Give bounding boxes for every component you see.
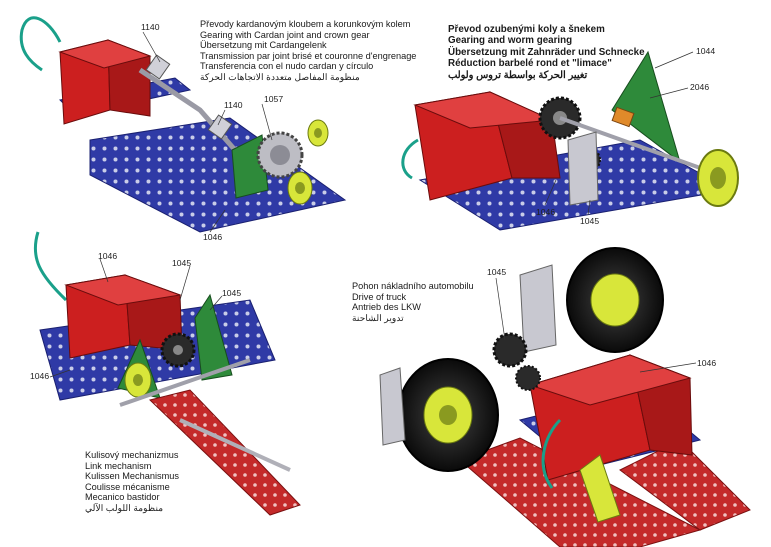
caption-truck-drive: Pohon nákladního automobilu Drive of tru… — [352, 281, 474, 323]
green-triangle-plate — [194, 293, 233, 381]
caption-line: Übersetzung mit Cardangelenk — [200, 40, 327, 51]
caption-line: Réduction barbelé rond et "limace" — [448, 58, 612, 70]
motor-icon — [64, 274, 183, 359]
caption-line: Gearing and worm gearing — [448, 35, 573, 47]
caption-line: Übersetzung mit Zahnräder und Schnecke — [448, 46, 645, 58]
caption-line: Coulisse mécanisme — [85, 481, 170, 492]
wire-icon — [33, 231, 68, 302]
coupling-2046 — [611, 106, 635, 128]
part-label-1140: 1140 — [141, 22, 160, 32]
caption-link-mechanism: Kulisový mechanizmus Link mechanism Kuli… — [85, 450, 179, 514]
caption-line: Převody kardanovým kloubem a korunkovým … — [200, 19, 411, 29]
silver-plate — [379, 367, 406, 446]
assembly-link-mechanism — [33, 231, 301, 516]
cardan-joint-1140b — [207, 114, 233, 140]
caption-line: Pohon nákladního automobilu — [352, 281, 474, 291]
caption-line: Převod ozubenými koly a šnekem — [448, 24, 605, 35]
part-label-1044: 1044 — [696, 46, 716, 56]
caption-line: Drive of truck — [352, 291, 407, 302]
wheel-icon — [124, 362, 152, 398]
caption-line: منظومة اللولب الآلي — [85, 502, 164, 513]
motor-icon — [413, 91, 561, 201]
part-label-1045: 1045 — [487, 267, 507, 277]
part-label-1046: 1046 — [30, 371, 50, 381]
caption-line: Link mechanism — [85, 460, 152, 471]
part-label-1046: 1046 — [203, 232, 223, 242]
caption-worm-gearing: Převod ozubenými koly a šnekem Gearing a… — [448, 24, 645, 81]
caption-line: Gearing with Cardan joint and crown gear — [200, 29, 370, 40]
caption-line: Mecanico bastidor — [85, 492, 160, 503]
red-chassis-rail — [459, 437, 702, 547]
part-label-1057: 1057 — [264, 94, 284, 104]
yellow-bracket — [579, 454, 621, 523]
part-label-1045: 1045 — [222, 288, 242, 298]
gear-icon — [256, 131, 304, 179]
wire-icon — [19, 16, 62, 72]
cardan-joint-1140a — [145, 54, 171, 80]
caption-line: Kulisový mechanizmus — [85, 450, 179, 460]
tire-icon — [566, 247, 664, 353]
caption-line: تدوير الشاحنة — [352, 312, 404, 323]
gear-icon — [160, 332, 196, 368]
link-rod — [179, 418, 291, 472]
caption-line: Transferencia con el nudo cardan y círcu… — [200, 61, 374, 72]
drive-shaft — [119, 358, 251, 407]
part-label-1045: 1045 — [172, 258, 192, 268]
silver-plate — [519, 264, 557, 353]
worm-shaft — [559, 116, 721, 177]
caption-line: تغيير الحركة بواسطة تروس ولولب — [448, 69, 588, 81]
caption-line: Kulissen Mechanismus — [85, 471, 179, 482]
gear-icon — [492, 332, 541, 391]
assembly-truck-drive — [379, 247, 751, 547]
part-label-1046: 1046 — [697, 358, 717, 368]
caption-cardan-joint: Převody kardanovým kloubem a korunkovým … — [200, 19, 416, 83]
part-label-1046: 1046 — [536, 207, 556, 217]
part-label-1045: 1045 — [580, 216, 600, 226]
wheel-icon — [697, 149, 739, 207]
base-plate — [89, 117, 347, 233]
part-label-2046: 2046 — [690, 82, 710, 92]
caption-line: Transmission par joint brisé et couronne… — [200, 50, 417, 61]
caption-line: Antrieb des LKW — [352, 302, 421, 313]
assembly-cardan-joint — [19, 16, 347, 233]
assembly-worm-gearing — [401, 50, 739, 231]
part-label-1140: 1140 — [224, 100, 243, 110]
wheel-icon — [287, 119, 329, 205]
part-label-1046: 1046 — [98, 251, 118, 261]
green-triangle-plate — [611, 50, 681, 164]
wire-icon — [401, 138, 419, 180]
motor-icon — [58, 39, 152, 125]
wire-icon — [541, 418, 562, 489]
tire-icon — [397, 358, 499, 472]
silver-bracket — [567, 131, 599, 206]
motor-icon — [528, 354, 693, 481]
caption-line: منظومة المفاصل متعددة الاتجاهات الحركة — [200, 71, 360, 82]
